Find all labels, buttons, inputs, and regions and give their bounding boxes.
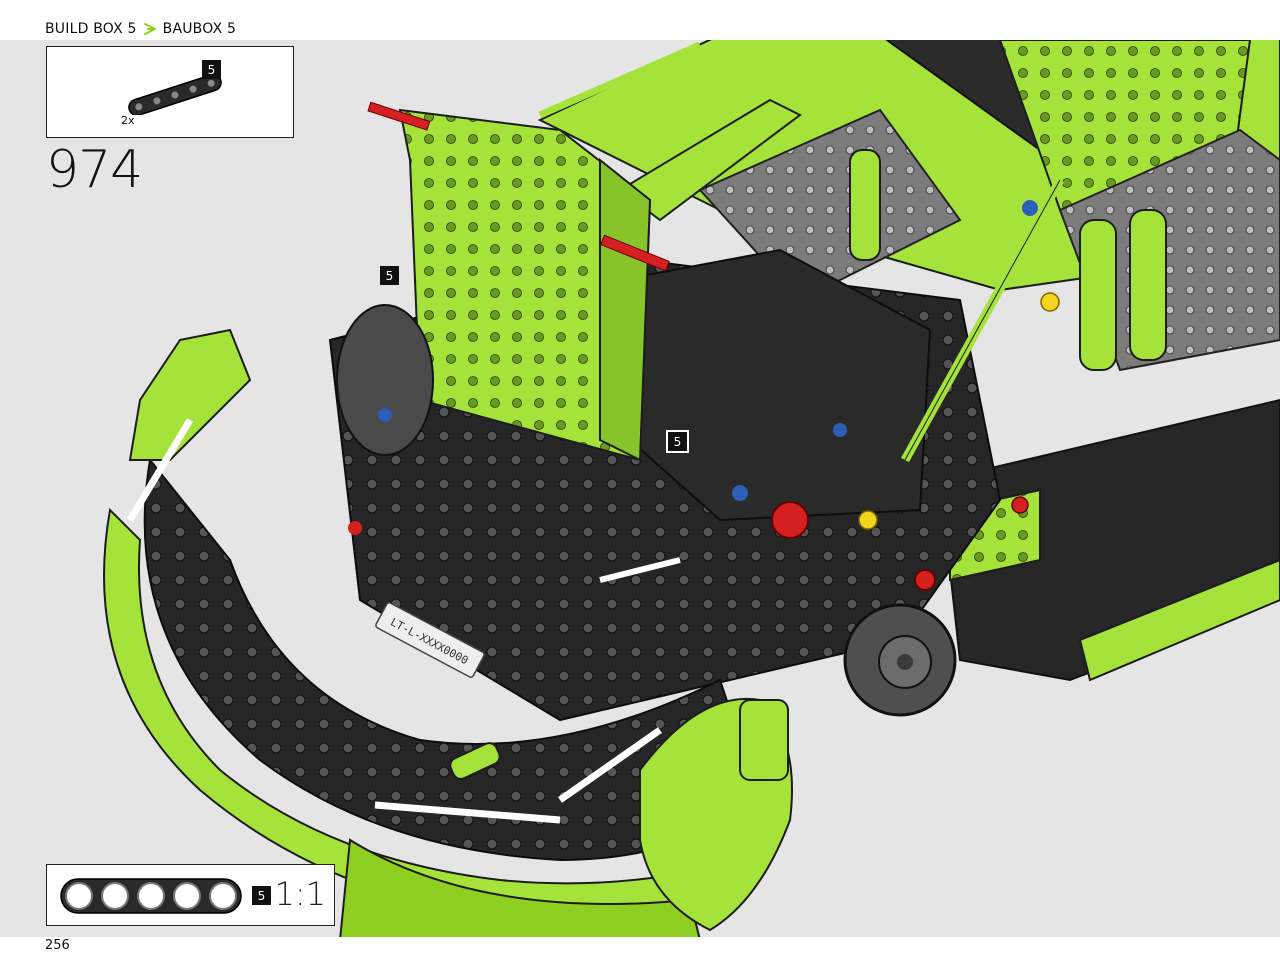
right-lime-rocker bbox=[1078, 558, 1280, 682]
yellow-pin bbox=[858, 510, 878, 530]
blue-pin-4 bbox=[833, 423, 847, 437]
yellow-pin-2 bbox=[1040, 292, 1060, 312]
scale-reference-box: 5 1:1 bbox=[46, 864, 335, 926]
part-quantity: 2x bbox=[121, 114, 135, 127]
callout-left-label: 5 bbox=[385, 268, 394, 283]
lime-seat-bolster-2 bbox=[1129, 209, 1167, 361]
lime-arrow-icon bbox=[143, 23, 156, 35]
white-axle-1 bbox=[126, 418, 194, 522]
parts-list-box: 5 2x bbox=[46, 46, 294, 138]
callout-left: 5 bbox=[380, 266, 399, 285]
parts-callout-label: 5 bbox=[207, 62, 216, 77]
parts-callout: 5 bbox=[202, 60, 221, 79]
technic-beam-5-icon bbox=[60, 878, 242, 914]
build-box-label: BUILD BOX 5 bbox=[45, 21, 137, 37]
baubox-label: BAUBOX 5 bbox=[162, 21, 237, 37]
technic-beam-5-icon bbox=[128, 75, 222, 115]
model-illustration: LT-L-XXXX0000 bbox=[103, 40, 1280, 937]
blue-pin-3 bbox=[378, 408, 392, 422]
lime-beam-assembly-side bbox=[599, 157, 652, 462]
header-breadcrumb: BUILD BOX 5 BAUBOX 5 bbox=[45, 18, 236, 40]
white-axle-4 bbox=[599, 557, 681, 583]
red-pin-2 bbox=[348, 521, 362, 535]
lime-long-axle bbox=[538, 41, 702, 119]
callout-center: 5 bbox=[668, 432, 687, 451]
left-wheel-disc bbox=[336, 304, 434, 456]
white-axle-2 bbox=[374, 801, 561, 824]
hub-bolt bbox=[897, 654, 913, 670]
instruction-canvas: LT-L-XXXX0000 5 5 bbox=[0, 40, 1280, 937]
steering-rod-outline bbox=[904, 179, 1061, 461]
lime-seat-bolster-1 bbox=[1079, 219, 1117, 371]
red-pin-1 bbox=[1011, 496, 1029, 514]
front-left-lime-corner bbox=[128, 328, 252, 461]
blue-pin-1 bbox=[732, 485, 748, 501]
lime-seat-bolster-3 bbox=[849, 149, 881, 261]
page-number: 256 bbox=[45, 938, 70, 953]
red-joint-2 bbox=[914, 569, 936, 591]
blue-pin-2 bbox=[1022, 200, 1038, 216]
scale-callout-label: 5 bbox=[257, 888, 266, 903]
scale-ratio: 1:1 bbox=[274, 875, 327, 913]
callout-center-label: 5 bbox=[673, 434, 682, 449]
white-axle-3 bbox=[557, 727, 663, 803]
scale-callout: 5 bbox=[252, 886, 271, 905]
step-number: 974 bbox=[46, 140, 143, 200]
red-joint-1 bbox=[771, 501, 809, 539]
red-axle-right bbox=[600, 234, 670, 272]
red-axle-top bbox=[367, 101, 431, 131]
lime-front-connector-2 bbox=[739, 699, 789, 781]
lime-front-connector bbox=[449, 742, 501, 780]
